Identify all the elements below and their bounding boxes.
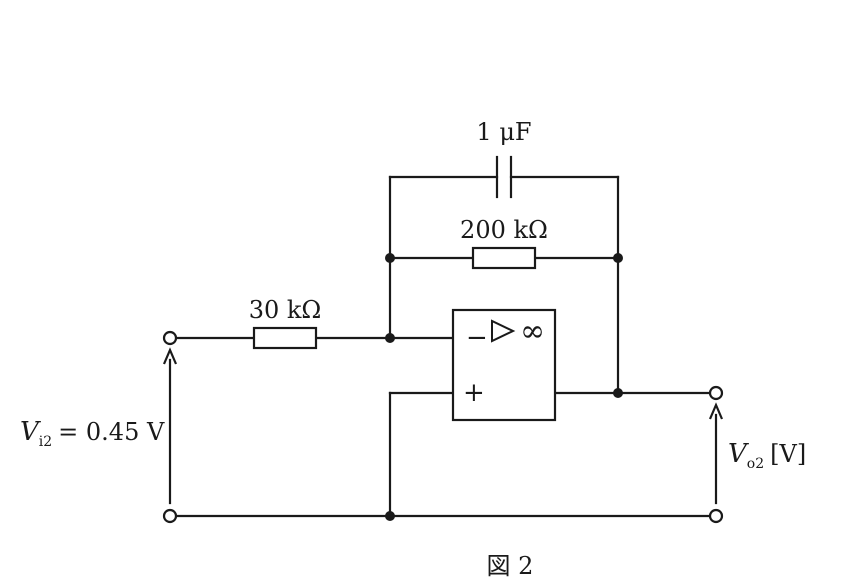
input-terminal	[162, 330, 178, 346]
junction-dots	[385, 253, 623, 521]
input-resistor	[252, 326, 318, 350]
feedback-resistor	[471, 246, 537, 270]
capacitor-label: 1 μF	[476, 118, 531, 146]
opamp-noninverting-label: +	[463, 378, 485, 408]
input-voltage-arrow-head-icon	[162, 347, 178, 365]
output-voltage-label: Vo2[V]	[728, 439, 806, 472]
opamp-box	[451, 308, 557, 422]
junction-dot	[385, 253, 395, 263]
opamp-inverting-label: −	[466, 323, 488, 353]
output-ground-terminal	[708, 508, 724, 524]
output-terminal	[708, 385, 724, 401]
input-ground-terminal	[162, 508, 178, 524]
opamp-gain-label: ∞	[520, 314, 545, 349]
junction-dot	[385, 511, 395, 521]
output-voltage-arrow-head-icon	[708, 402, 724, 420]
capacitor	[495, 155, 513, 199]
junction-dot	[385, 333, 395, 343]
feedback-resistor-label: 200 kΩ	[460, 216, 548, 244]
junction-dot	[613, 388, 623, 398]
junction-dot	[613, 253, 623, 263]
voltage-arrows	[162, 347, 724, 505]
wires	[174, 175, 712, 518]
figure-caption: 図 2	[487, 552, 534, 580]
opamp-triangle-icon	[491, 319, 516, 343]
input-voltage-label: Vi2= 0.45 V	[20, 417, 165, 450]
input-resistor-label: 30 kΩ	[249, 296, 322, 324]
terminals	[162, 330, 724, 524]
